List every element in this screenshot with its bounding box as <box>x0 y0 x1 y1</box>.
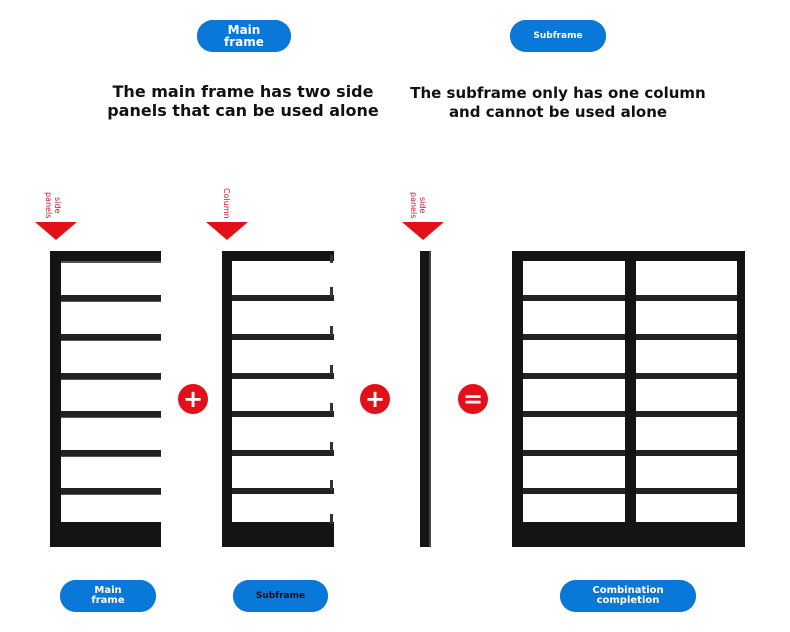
equals-icon: = <box>458 384 488 414</box>
main-frame-badge-bottom: Main frame <box>60 580 156 612</box>
subframe-badge-bottom: Subframe <box>233 580 328 612</box>
down-arrow-icon <box>402 222 444 240</box>
plus-icon: + <box>360 384 390 414</box>
side-panels-label-single: side panels <box>409 191 427 219</box>
subframe-caption: The subframe only has one column and can… <box>410 84 706 121</box>
main-frame-badge-top-label: Main frame <box>224 23 264 49</box>
combined-frame-illustration <box>512 251 745 547</box>
subframe-badge-bottom-label: Subframe <box>255 590 306 601</box>
main-frame-illustration <box>50 251 161 547</box>
main-frame-badge-top: Main frame <box>197 20 291 52</box>
subframe-badge-top: Subframe <box>510 20 606 52</box>
subframe-badge-top-label: Subframe <box>533 30 583 41</box>
plus-icon: + <box>178 384 208 414</box>
column-label-sub: Column <box>222 187 231 219</box>
subframe-illustration <box>222 251 334 547</box>
combination-badge-bottom-label: Combination completion <box>592 585 664 606</box>
down-arrow-icon <box>206 222 248 240</box>
down-arrow-icon <box>35 222 77 240</box>
main-frame-badge-bottom-label: Main frame <box>91 585 125 606</box>
side-panel-illustration <box>420 251 431 547</box>
side-panels-label-main: side panels <box>44 191 62 219</box>
combination-badge-bottom: Combination completion <box>560 580 696 612</box>
main-frame-caption: The main frame has two side panels that … <box>107 82 379 120</box>
